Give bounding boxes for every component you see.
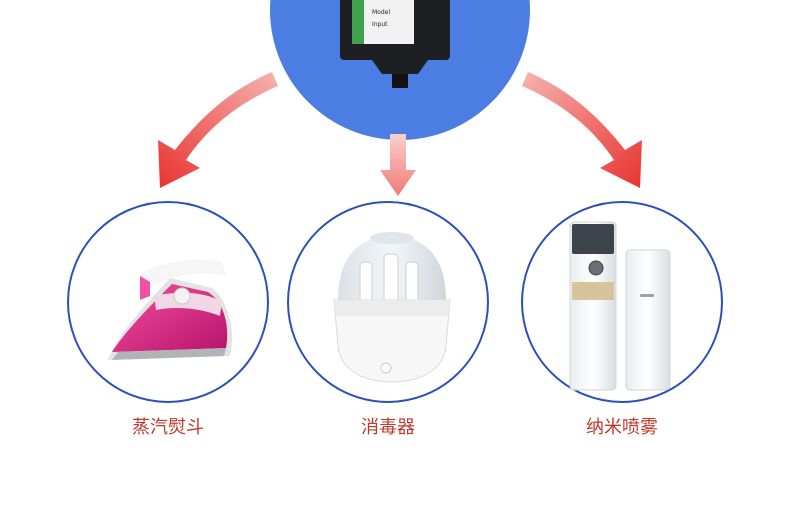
adapter-text-line1: Model — [372, 9, 390, 16]
product-label-iron: 蒸汽熨斗 — [132, 417, 204, 438]
power-adapter-hub: Model Input — [270, 0, 530, 140]
product-ring-mist — [521, 201, 723, 403]
product-label-mist: 纳米喷雾 — [586, 417, 658, 438]
adapter-text-line2: Input — [372, 21, 388, 28]
nano-mist-sprayer-icon — [569, 221, 671, 391]
power-adapter-icon: Model Input — [340, 0, 450, 88]
arrow-center — [380, 134, 416, 196]
arrow-right — [522, 72, 642, 188]
steam-iron-icon — [108, 259, 232, 360]
bottle-sterilizer-icon — [333, 232, 451, 383]
arrow-left — [158, 72, 278, 188]
product-label-sterilizer: 消毒器 — [361, 417, 415, 438]
